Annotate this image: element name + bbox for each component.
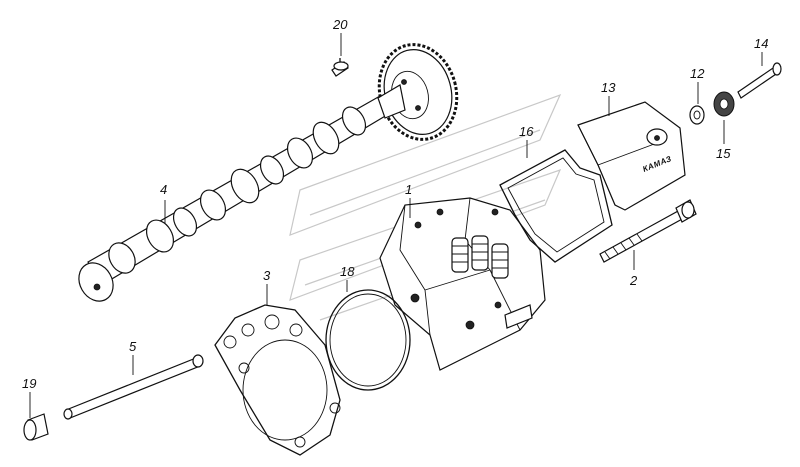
callout-13: 13 [601, 80, 616, 95]
valve-springs [451, 235, 509, 279]
callout-19: 19 [22, 376, 36, 391]
camshaft-gear [377, 43, 459, 141]
callout-5: 5 [129, 339, 137, 354]
seal-part-15 [713, 91, 735, 117]
head-cover-part: КАМАЗ [577, 101, 686, 211]
callout-18: 18 [340, 264, 355, 279]
plug-part-19 [23, 413, 49, 441]
bolt-part-20 [331, 58, 349, 77]
head-gasket-part [214, 304, 341, 456]
cam-lobes [108, 106, 367, 274]
callout-4: 4 [160, 182, 167, 197]
callout-1: 1 [405, 182, 412, 197]
washer-part-12 [689, 105, 705, 125]
cylinder-head-part [379, 197, 546, 371]
leader-lines [29, 33, 763, 418]
camshaft-part [78, 43, 459, 302]
callout-20: 20 [332, 17, 348, 32]
callout-2: 2 [629, 273, 638, 288]
callout-15: 15 [716, 146, 731, 161]
push-rod-part [63, 354, 204, 420]
callout-12: 12 [690, 66, 705, 81]
callout-3: 3 [263, 268, 271, 283]
callouts: 20 4 1 16 13 12 14 15 2 3 18 5 19 [22, 17, 768, 391]
callout-14: 14 [754, 36, 768, 51]
oring-part-18 [325, 289, 411, 391]
cover-gasket-part [499, 149, 613, 263]
head-bolt-part [599, 199, 697, 263]
callout-16: 16 [519, 124, 534, 139]
bolt-part-14 [737, 62, 782, 99]
